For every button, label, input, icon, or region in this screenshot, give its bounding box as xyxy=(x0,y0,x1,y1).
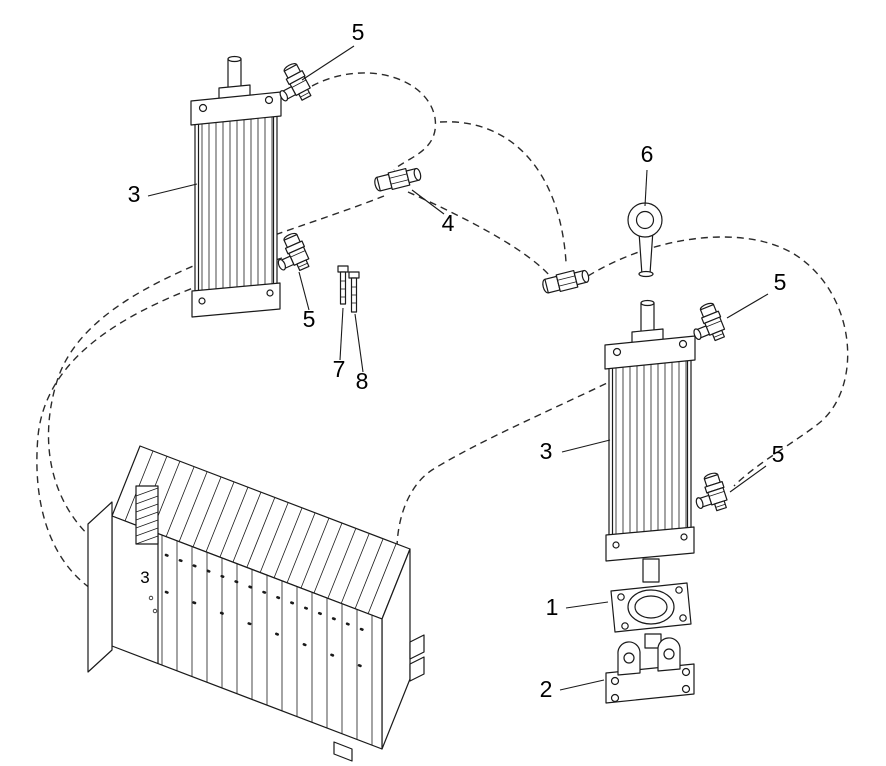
manifold-label-plate xyxy=(135,485,159,545)
leader-lines xyxy=(147,45,769,691)
callout-5-top-left: 5 xyxy=(352,19,365,45)
callout-3-left: 3 xyxy=(128,181,141,207)
callout-5-lower-right: 5 xyxy=(772,441,785,467)
elbow-fitting-lower-right xyxy=(688,470,731,517)
silencer-right xyxy=(348,271,360,313)
callout-labels: 5 3 5 4 7 8 6 5 3 5 1 2 xyxy=(128,19,787,702)
callout-2: 2 xyxy=(540,676,553,702)
cylinder-left xyxy=(190,55,282,318)
silencer-left xyxy=(337,265,349,305)
valve-manifold: 3 xyxy=(87,445,425,762)
union-fitting-4 xyxy=(372,164,424,194)
clevis-bracket xyxy=(605,633,695,704)
callout-1: 1 xyxy=(546,594,559,620)
callout-5-mid-left: 5 xyxy=(303,306,316,332)
rod-end xyxy=(627,202,663,278)
callout-6: 6 xyxy=(641,141,654,167)
manifold-marking: 3 xyxy=(140,568,149,587)
mounting-flange xyxy=(610,582,692,633)
cylinder-right xyxy=(604,299,696,583)
union-fitting-mid xyxy=(540,266,592,296)
callout-5-top-right: 5 xyxy=(774,269,787,295)
tubing-lines xyxy=(36,72,849,601)
callout-7: 7 xyxy=(333,356,346,382)
callout-3-right: 3 xyxy=(540,438,553,464)
callout-4: 4 xyxy=(442,210,455,236)
callout-8: 8 xyxy=(356,368,369,394)
